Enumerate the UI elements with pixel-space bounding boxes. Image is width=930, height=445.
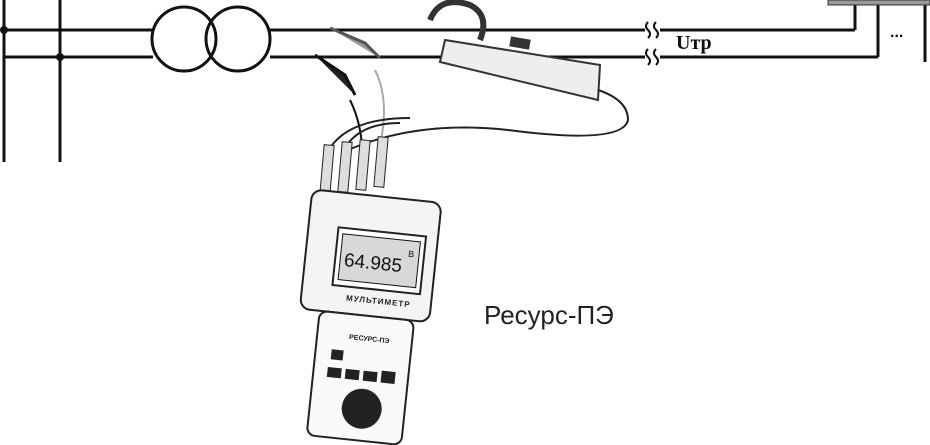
display-screen <box>337 233 421 289</box>
multimeter-device <box>299 189 442 445</box>
junction-dot-2 <box>56 53 64 61</box>
junction-dot-1 <box>0 26 8 34</box>
current-clamp <box>347 0 630 151</box>
voltage-label: Uтр <box>676 32 712 54</box>
model-label: РЕСУРС-ПЭ <box>349 334 390 345</box>
transformer-winding-1 <box>150 5 218 73</box>
switchgear-box <box>827 0 930 6</box>
break-mark-bottom <box>645 48 659 66</box>
transformer-winding-2 <box>204 5 272 73</box>
test-probes <box>314 26 411 196</box>
break-mark-top <box>645 21 659 39</box>
device-caption: Ресурс-ПЭ <box>484 300 614 330</box>
keypad <box>326 349 396 429</box>
power-lines <box>2 0 927 162</box>
display-unit: В <box>408 249 415 260</box>
continuation-dots: ... <box>890 24 904 41</box>
